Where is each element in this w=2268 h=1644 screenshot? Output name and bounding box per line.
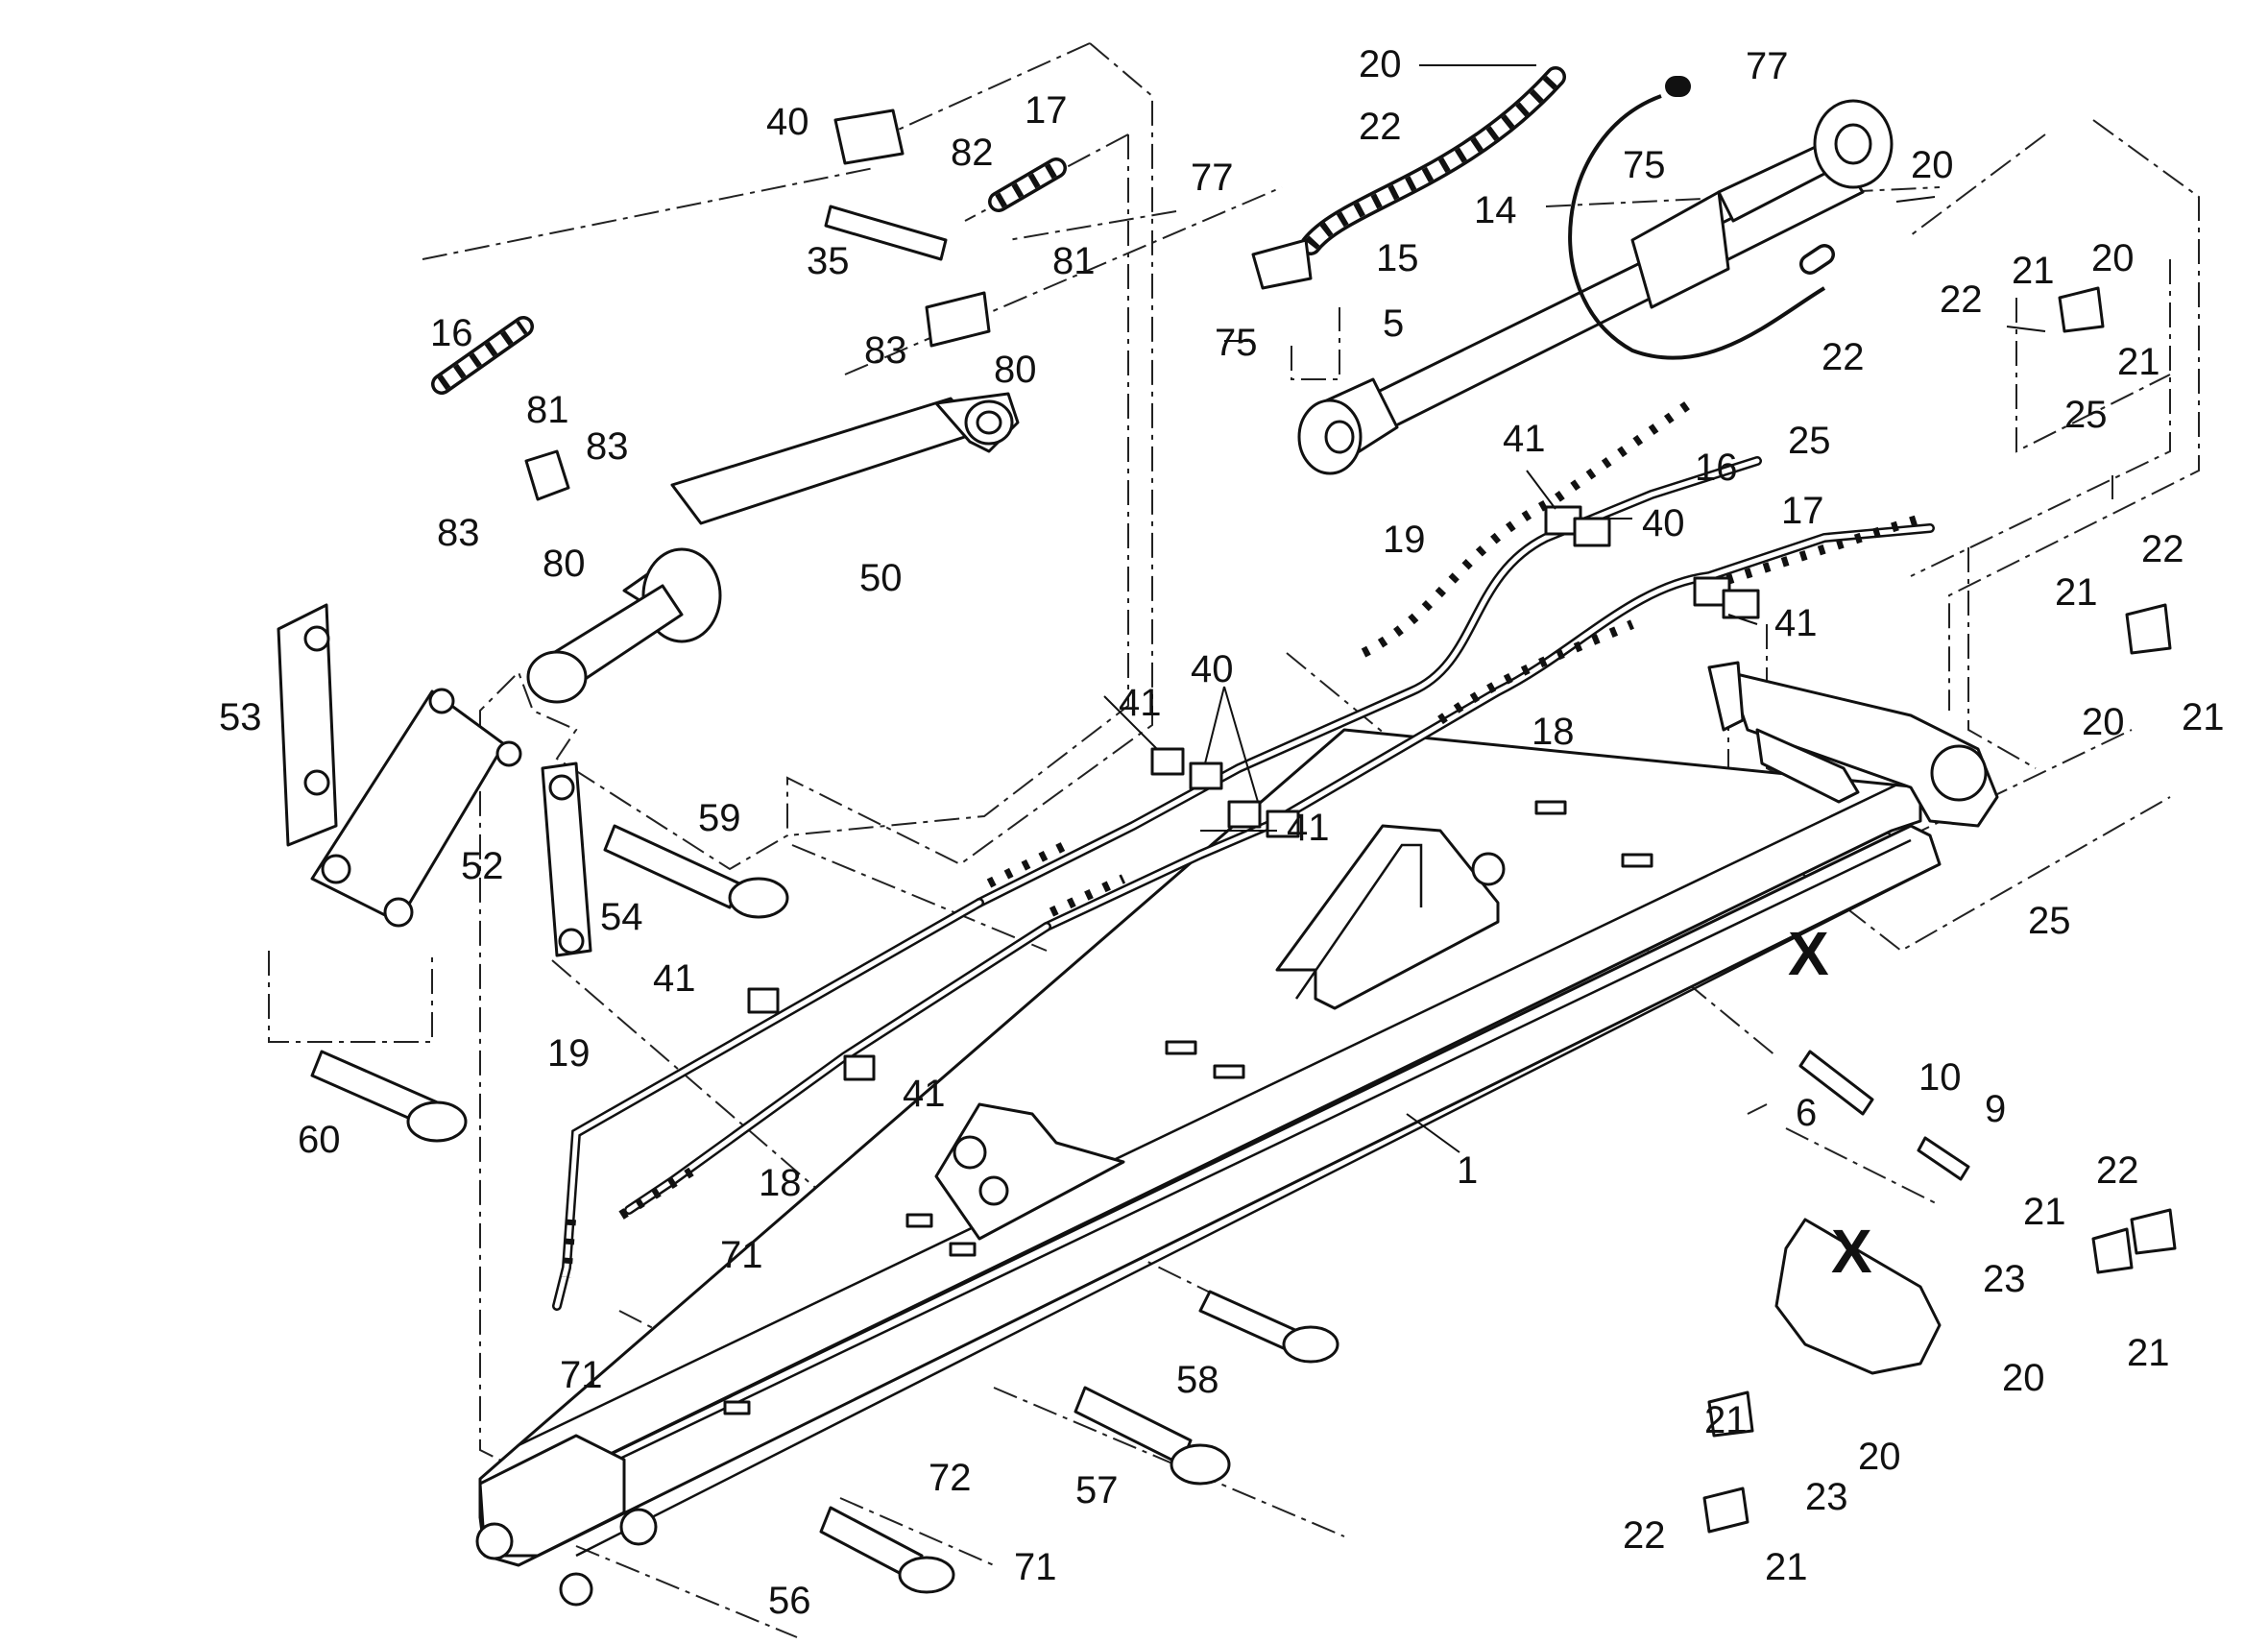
callout-77: 77	[1191, 157, 1234, 199]
callout-83: 83	[437, 512, 480, 554]
callout-25: 25	[2028, 900, 2071, 942]
callout-22: 22	[1940, 278, 1983, 321]
linkage-plates	[277, 603, 592, 957]
detail-marker-x: X	[1788, 919, 1829, 988]
callout-20: 20	[1858, 1436, 1901, 1478]
callout-23: 23	[1983, 1258, 2026, 1300]
callout-75: 75	[1215, 322, 1258, 364]
callout-83: 83	[586, 425, 629, 468]
boom-body	[475, 661, 1999, 1607]
callout-16: 16	[430, 312, 473, 354]
callout-57: 57	[1075, 1469, 1119, 1511]
callout-60: 60	[298, 1119, 341, 1161]
boom-cylinder	[1297, 99, 1894, 475]
callout-21: 21	[2055, 571, 2098, 614]
callout-75: 75	[1623, 144, 1666, 186]
pins	[310, 824, 1970, 1594]
callout-22: 22	[2141, 528, 2184, 570]
callout-20: 20	[2091, 237, 2135, 279]
callout-21: 21	[1704, 1399, 1748, 1441]
callout-58: 58	[1176, 1359, 1219, 1401]
callout-22: 22	[2096, 1149, 2139, 1192]
leader-lines	[1103, 64, 2046, 1153]
callout-22: 22	[1359, 106, 1402, 148]
callout-41: 41	[1503, 418, 1546, 460]
callout-41: 41	[1774, 602, 1818, 644]
callout-40: 40	[1642, 502, 1685, 544]
callout-labels: 40 82 17 35 81 83 80 16 81 83 83 80 50 5…	[219, 43, 2225, 1622]
callout-50: 50	[859, 557, 903, 599]
arm-cylinder	[526, 392, 1020, 704]
callout-41: 41	[653, 957, 696, 1000]
callout-71: 71	[1014, 1546, 1057, 1588]
callout-5: 5	[1383, 302, 1404, 345]
callout-6: 6	[1796, 1092, 1817, 1134]
detail-marker-x: X	[1831, 1217, 1872, 1286]
callout-19: 19	[547, 1032, 591, 1075]
callout-80: 80	[994, 349, 1037, 391]
callout-56: 56	[768, 1580, 811, 1622]
callout-14: 14	[1474, 189, 1517, 231]
clamps	[524, 109, 2177, 1534]
callout-21: 21	[2127, 1332, 2170, 1374]
callout-40: 40	[766, 101, 809, 143]
callout-20: 20	[1359, 43, 1402, 85]
callout-17: 17	[1781, 490, 1824, 532]
callout-18: 18	[759, 1162, 802, 1204]
callout-81: 81	[526, 389, 569, 431]
callout-16: 16	[1695, 447, 1738, 489]
callout-21: 21	[2012, 250, 2055, 292]
callout-71: 71	[560, 1354, 603, 1396]
callout-35: 35	[807, 240, 850, 282]
callout-15: 15	[1376, 237, 1419, 279]
callout-21: 21	[2117, 341, 2160, 383]
callout-9: 9	[1985, 1088, 2006, 1130]
callout-72: 72	[929, 1457, 972, 1499]
callout-71: 71	[720, 1234, 763, 1276]
callout-10: 10	[1918, 1056, 1962, 1099]
callout-80: 80	[543, 543, 586, 585]
callout-19: 19	[1383, 519, 1426, 561]
callout-40: 40	[1191, 648, 1234, 690]
callout-53: 53	[219, 696, 262, 738]
callout-83: 83	[864, 329, 907, 372]
callout-22: 22	[1623, 1514, 1666, 1557]
callout-20: 20	[1911, 144, 1954, 186]
callout-21: 21	[1765, 1546, 1808, 1588]
callout-23: 23	[1805, 1476, 1848, 1518]
callout-25: 25	[1788, 420, 1831, 462]
callout-81: 81	[1052, 240, 1096, 282]
callout-21: 21	[2182, 696, 2225, 738]
callout-41: 41	[1287, 807, 1330, 849]
callout-1: 1	[1457, 1149, 1478, 1192]
callout-52: 52	[461, 845, 504, 887]
callout-54: 54	[600, 896, 643, 938]
callout-20: 20	[2082, 701, 2125, 743]
callout-20: 20	[2002, 1357, 2045, 1399]
callout-22: 22	[1822, 336, 1865, 378]
callout-18: 18	[1532, 711, 1575, 753]
callout-77: 77	[1746, 45, 1789, 87]
callout-41: 41	[903, 1073, 946, 1115]
callout-21: 21	[2023, 1191, 2066, 1233]
callout-59: 59	[698, 797, 741, 839]
callout-82: 82	[951, 132, 994, 174]
callout-17: 17	[1025, 89, 1068, 132]
callout-25: 25	[2064, 394, 2108, 436]
